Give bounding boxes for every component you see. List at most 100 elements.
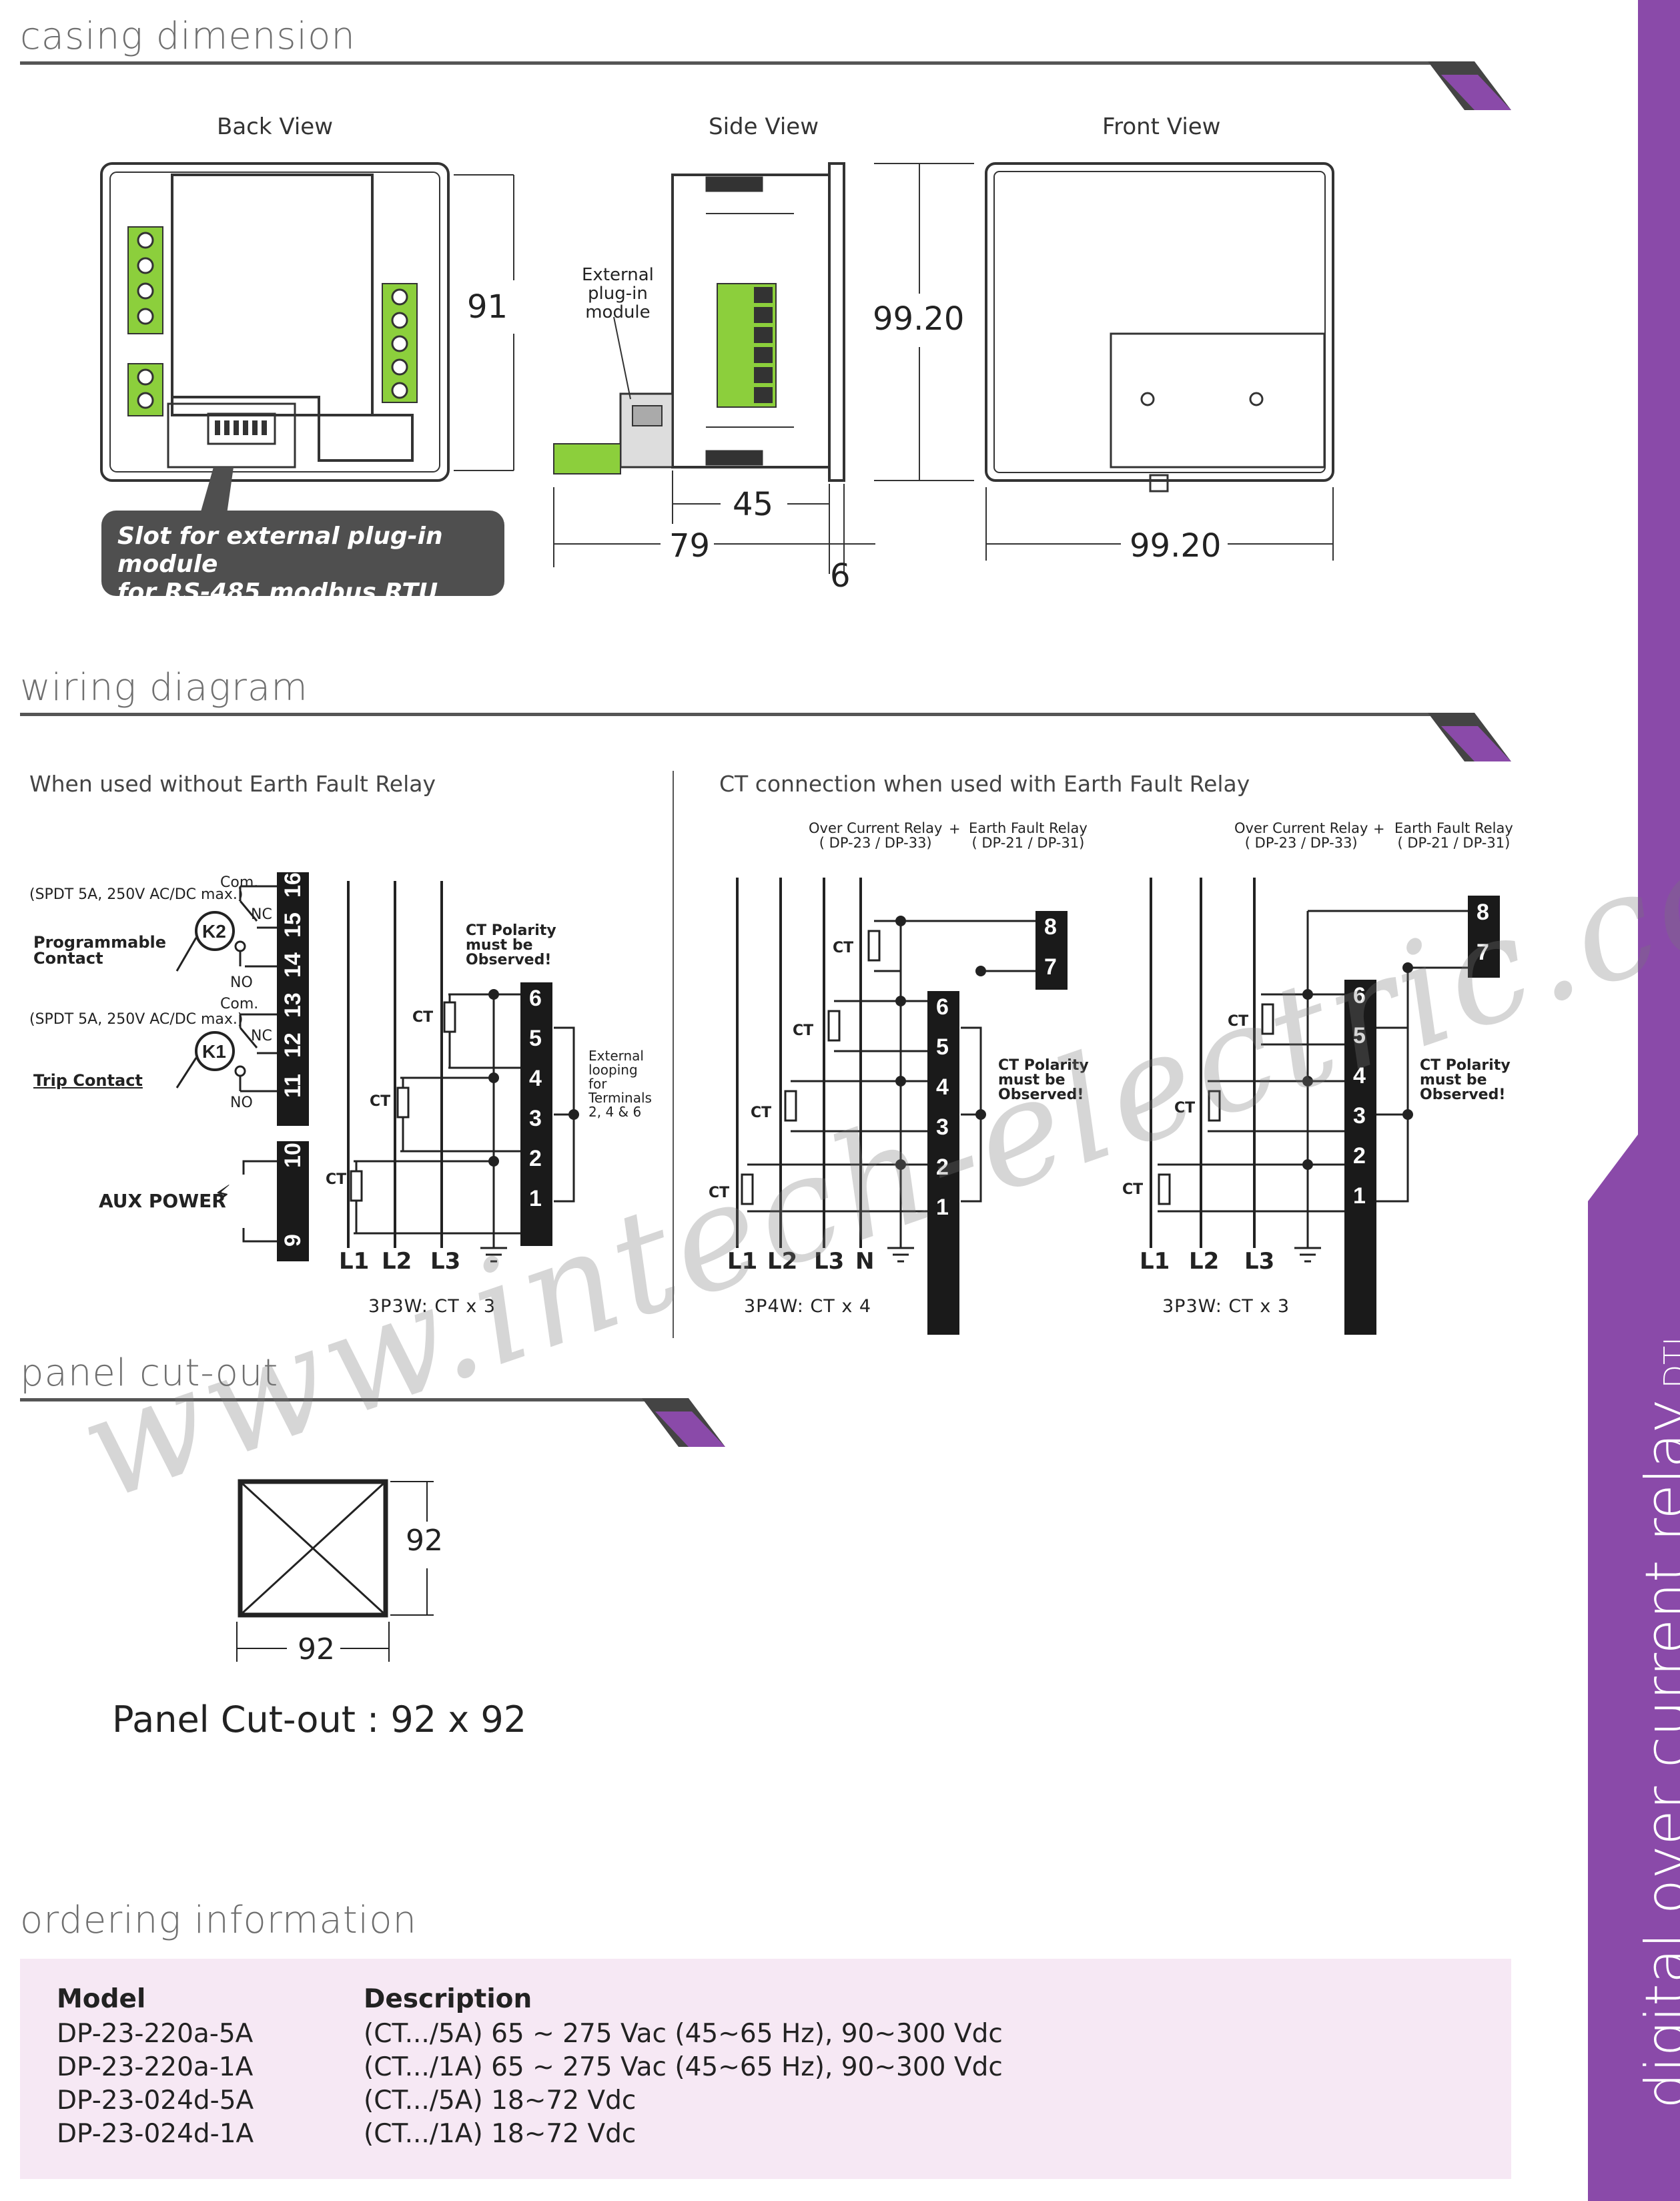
- middle-ct-terminal-strip: [927, 991, 959, 1335]
- k1-symbol: K1: [202, 1041, 226, 1062]
- right-plus: +: [1373, 821, 1385, 837]
- left-terminal-numbers: 16 15 14 13 12 11 10 9: [280, 872, 306, 1247]
- rule-panel: [20, 1398, 687, 1401]
- callout-pointer: [200, 467, 234, 514]
- ordering-table: Model Description DP-23-220a-5A (CT.../5…: [20, 1959, 1511, 2179]
- svg-text:3: 3: [936, 1115, 949, 1140]
- section-title-casing: casing dimension: [20, 15, 356, 58]
- phase-l2-right: L2: [1189, 1248, 1220, 1275]
- back-pins: [215, 420, 267, 435]
- ct-label-mid-n: CT: [833, 940, 854, 956]
- svg-text:1: 1: [529, 1186, 542, 1211]
- middle-efr-line-1: Earth Fault Relay: [969, 820, 1088, 836]
- svg-text:7: 7: [1477, 940, 1489, 965]
- svg-text:11: 11: [280, 1074, 306, 1098]
- left-terminal-strip: [277, 872, 309, 1261]
- rs485-callout: Slot for external plug-in module for RS-…: [101, 511, 504, 606]
- front-view-label: Front View: [1102, 113, 1221, 140]
- nc-label-k2: NC: [251, 906, 272, 923]
- svg-text:4: 4: [529, 1066, 542, 1091]
- phase-l2-left: L2: [382, 1248, 412, 1275]
- rule-casing: [20, 61, 1475, 65]
- svg-text:1: 1: [936, 1195, 949, 1220]
- lightning-icon: ⚡: [214, 1180, 232, 1209]
- side-view-drawing: [619, 162, 845, 482]
- ext-line-3: for: [588, 1076, 607, 1092]
- row-model: DP-23-024d-5A: [57, 2086, 254, 2116]
- ct-label-mid-l3: CT: [793, 1022, 814, 1039]
- caption-3p3w-right: 3P3W: CT x 3: [1162, 1296, 1290, 1317]
- ct-polarity-middle: CT Polarity must be Observed!: [998, 1058, 1089, 1103]
- programmable-contact-label: Programmable Contact: [33, 934, 166, 966]
- k2-symbol: K2: [202, 921, 226, 942]
- right-efr-line-2: ( DP-21 / DP-31): [1397, 835, 1511, 851]
- middle-ocr-line-2: ( DP-23 / DP-33): [819, 835, 932, 851]
- panel-cutout-drawing: [236, 1479, 434, 1662]
- polarity-mid-1: CT Polarity: [998, 1057, 1089, 1074]
- svg-text:5: 5: [1353, 1023, 1366, 1048]
- panel-dim-width: 92: [298, 1632, 335, 1666]
- left-phase-lines: [347, 881, 443, 1248]
- right-efr-terminals: [1468, 896, 1500, 978]
- section-title-wiring: wiring diagram: [20, 666, 308, 709]
- module-label-line-1: External: [582, 265, 654, 285]
- svg-text:6: 6: [936, 994, 949, 1020]
- row-model: DP-23-220a-1A: [57, 2052, 254, 2082]
- no-label-k1: NO: [230, 1094, 253, 1111]
- right-ocr-line-1: Over Current Relay: [1234, 820, 1368, 836]
- right-ct-terminal-strip: [1344, 980, 1376, 1335]
- module-label-line-3: module: [585, 302, 651, 322]
- polarity-right-1: CT Polarity: [1420, 1057, 1511, 1074]
- right-ocr-line-2: ( DP-23 / DP-33): [1244, 835, 1358, 851]
- phase-l3-mid: L3: [814, 1248, 845, 1275]
- svg-text:4: 4: [1353, 1063, 1366, 1088]
- callout-line-2: for RS-485 modbus RTU: [117, 579, 438, 606]
- phase-l2-mid: L2: [767, 1248, 798, 1275]
- wiring-drawing: 16 15 14 13 12 11 10 9 K2 K1: [175, 872, 1500, 1335]
- module-label-line-2: plug-in: [588, 284, 648, 304]
- ext-line-4: Terminals: [588, 1090, 652, 1106]
- ext-line-2: looping: [588, 1062, 638, 1078]
- com-label-k2: Com.: [220, 874, 259, 891]
- dim-6: 6: [830, 557, 851, 595]
- trip-contact-label: Trip Contact: [33, 1071, 143, 1090]
- wiring-right-title: CT connection when used with Earth Fault…: [719, 771, 1250, 797]
- relay-contacts: [175, 885, 277, 1243]
- svg-text:4: 4: [936, 1074, 949, 1100]
- right-efr-label: Earth Fault Relay ( DP-21 / DP-31): [1394, 821, 1513, 850]
- ct-label-right-l2: CT: [1174, 1100, 1196, 1117]
- row-description: (CT.../1A) 65 ~ 275 Vac (45~65 Hz), 90~3…: [364, 2052, 1003, 2082]
- svg-text:8: 8: [1477, 900, 1489, 925]
- svg-text:16: 16: [280, 872, 306, 898]
- row-model: DP-23-220a-5A: [57, 2019, 254, 2049]
- polarity-left-1: CT Polarity: [466, 922, 556, 939]
- phase-l3-right: L3: [1244, 1248, 1275, 1275]
- rule-tab-panel: [642, 1398, 725, 1447]
- svg-text:1: 1: [1353, 1183, 1366, 1209]
- com-label-k1: Com.: [220, 996, 259, 1012]
- left-ct-terminal-strip: [520, 982, 552, 1246]
- no-label-k2: NO: [230, 974, 253, 991]
- polarity-left-3: Observed!: [466, 952, 552, 968]
- programmable-line-1: Programmable: [33, 933, 167, 952]
- ct-label-right-l1: CT: [1122, 1181, 1144, 1198]
- polarity-right-3: Observed!: [1420, 1086, 1506, 1103]
- ct-label-mid-l1: CT: [709, 1185, 730, 1201]
- ct-label-mid-l2: CT: [751, 1105, 772, 1121]
- side-title-code: DTL: [1657, 1329, 1680, 1389]
- svg-text:2: 2: [936, 1155, 949, 1180]
- section-title-panel: panel cut-out: [20, 1351, 279, 1395]
- svg-text:3: 3: [1353, 1103, 1366, 1129]
- svg-text:7: 7: [1044, 954, 1057, 980]
- dim-45: 45: [733, 486, 774, 523]
- row-description: (CT.../5A) 18~72 Vdc: [364, 2086, 637, 2116]
- spdt-label-k1: (SPDT 5A, 250V AC/DC max.): [29, 1011, 244, 1028]
- middle-efr-terminals: [1035, 911, 1068, 990]
- back-view-drawing: [100, 162, 450, 482]
- back-screws: [137, 232, 408, 409]
- ext-line-5: 2, 4 & 6: [588, 1104, 642, 1120]
- spdt-label-k2: (SPDT 5A, 250V AC/DC max.): [29, 886, 244, 903]
- dim-99-20-vertical: 99.20: [873, 300, 965, 338]
- programmable-line-2: Contact: [33, 949, 103, 968]
- svg-text:8: 8: [1044, 914, 1057, 940]
